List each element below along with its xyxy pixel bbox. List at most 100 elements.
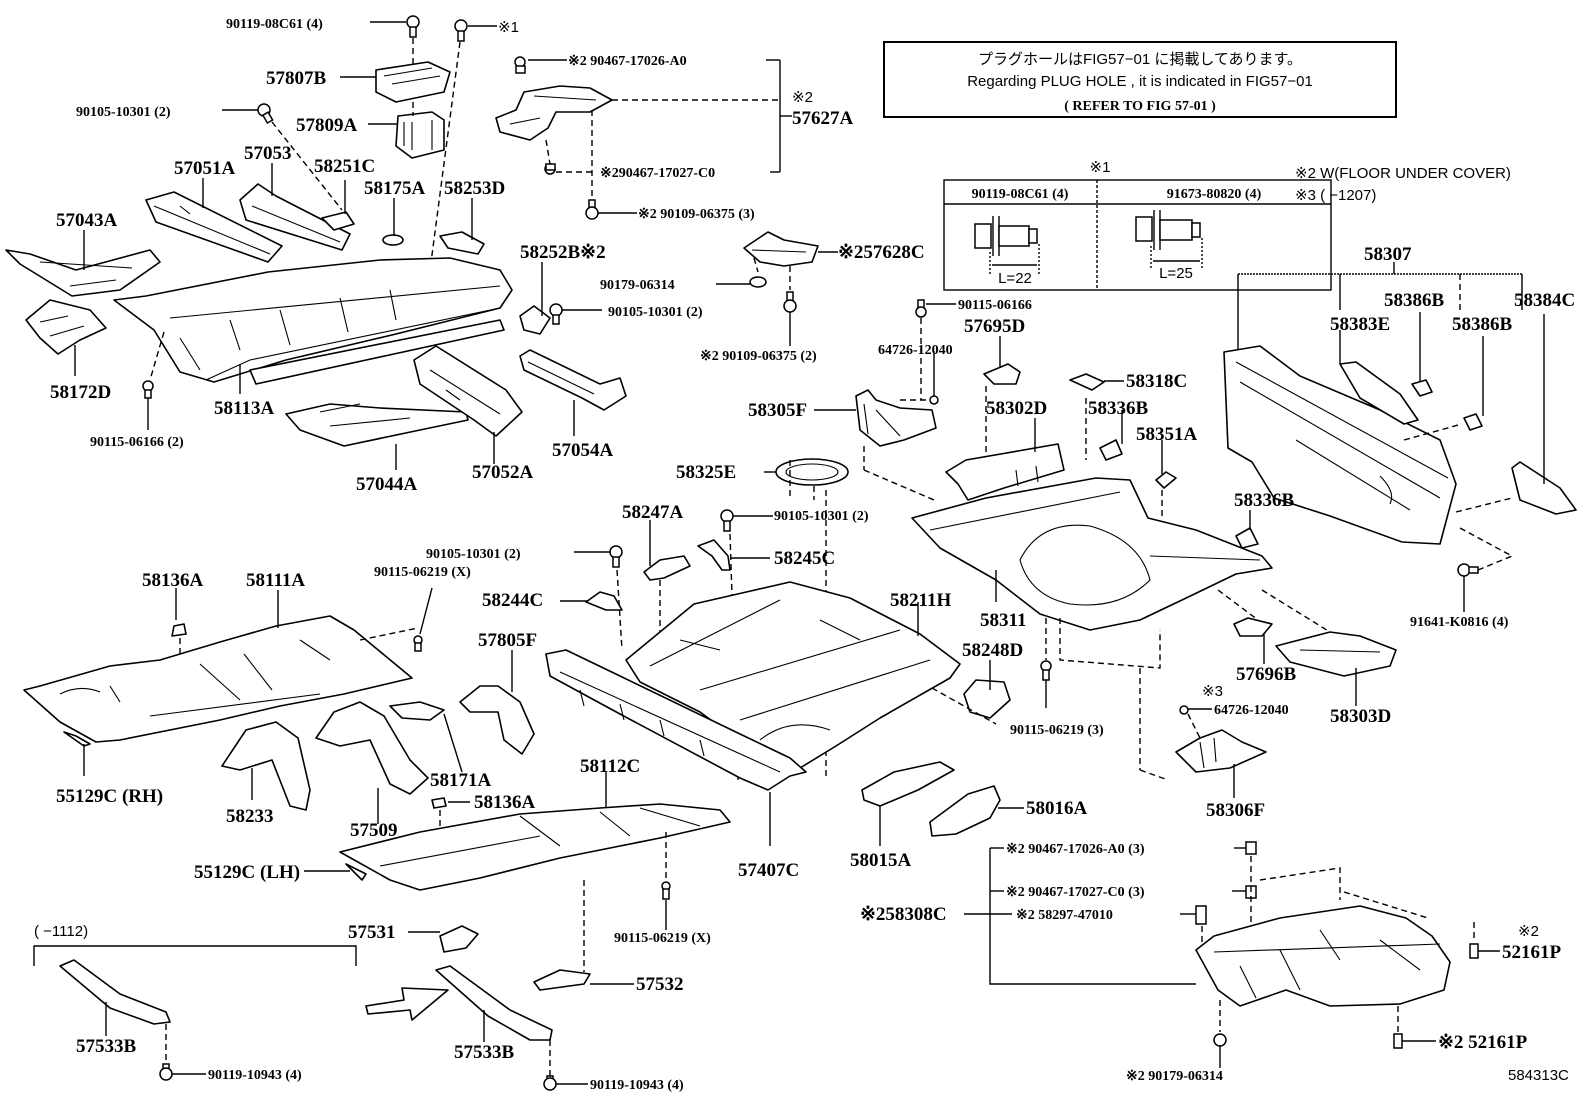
fastener-table-mark: ※1	[1090, 159, 1111, 176]
figure-id: 584313C	[1508, 1067, 1569, 1084]
label-57696B: 57696B	[1236, 664, 1297, 685]
clip-icon	[1179, 705, 1189, 715]
bolt-icon	[257, 103, 274, 124]
part-58136A-shape	[171, 623, 187, 637]
part-57533B-shape	[435, 965, 553, 1041]
part-55129C-RH-shape	[63, 731, 91, 747]
part-58015A-shape	[861, 761, 955, 807]
notice-refer: ( REFER TO FIG 57-01 )	[1064, 99, 1216, 114]
label-58233: 58233	[226, 806, 274, 827]
part-58233-shape	[221, 721, 311, 811]
label-90119-08C61: 90119-08C61 (4)	[226, 17, 323, 32]
fastener-col1-part: 90119-08C61 (4)	[972, 187, 1069, 202]
label-58252B: 58252B※2	[520, 242, 606, 263]
label-90179-06314: 90179-06314	[600, 278, 675, 293]
label-90109-06375-2: ※2 90109-06375 (2)	[700, 349, 817, 364]
fastener-col1-length: L=22	[998, 270, 1032, 287]
label-58311: 58311	[980, 610, 1026, 631]
clip-icon	[1393, 1033, 1403, 1049]
part-58172D-shape	[25, 299, 107, 355]
bolt-icon	[1457, 563, 1479, 577]
part-57509-shape	[315, 701, 429, 795]
range-1112: ( −1112)	[34, 923, 88, 940]
bolt-icon	[142, 380, 154, 399]
part-58303D-shape	[1275, 631, 1397, 677]
label-57533B-2: 57533B	[454, 1042, 515, 1063]
notice-frame	[883, 41, 1397, 118]
label-90115-06219-x-b: 90115-06219 (X)	[614, 931, 711, 946]
part-58318C-shape	[1069, 373, 1105, 391]
label-57053: 57053	[244, 143, 292, 164]
part-58383E-shape	[1339, 361, 1419, 425]
label-57627A: 57627A	[792, 108, 854, 129]
part-57807B-shape	[375, 61, 451, 103]
label-58175A: 58175A	[364, 178, 426, 199]
label-57695D: 57695D	[964, 316, 1025, 337]
label-58172D: 58172D	[50, 382, 111, 403]
label-58325E: 58325E	[676, 462, 736, 483]
label-55129C-RH: 55129C (RH)	[56, 786, 163, 807]
label-57509: 57509	[350, 820, 398, 841]
part-58247A-shape	[643, 555, 691, 581]
label-58307: 58307	[1364, 244, 1412, 265]
label-90105-10301-d: 90105-10301 (2)	[426, 547, 521, 562]
bolt-icon	[783, 291, 797, 313]
bolt-icon	[159, 1063, 173, 1081]
58307-group	[1175, 262, 1577, 798]
bolt-icon	[661, 881, 671, 900]
label-55129C-LH: 55129C (LH)	[194, 862, 300, 883]
label-note3: ※3	[1202, 683, 1223, 700]
label-57805F: 57805F	[478, 630, 537, 651]
label-90119-10943: 90119-10943 (4)	[208, 1068, 302, 1083]
grommet-icon	[1213, 1033, 1227, 1047]
part-58112C-shape	[339, 803, 731, 891]
label-58113A: 58113A	[214, 398, 274, 419]
label-90105-10301-c: 90105-10301 (2)	[774, 509, 869, 524]
label-57044A: 57044A	[356, 474, 418, 495]
bolt-icon	[609, 545, 623, 568]
nut-icon	[1245, 841, 1257, 855]
part-58252B-shape	[519, 305, 551, 335]
label-58384C: 58384C	[1514, 290, 1575, 311]
label-90105-10301-b: 90105-10301 (2)	[608, 305, 703, 320]
part-57628C-shape	[743, 231, 819, 267]
label-58015A: 58015A	[850, 850, 912, 871]
label-58136A-2: 58136A	[474, 792, 536, 813]
label-90467-17027-C0: ※290467-17027-C0	[600, 166, 715, 181]
label-57052A: 57052A	[472, 462, 534, 483]
part-58016A-shape	[929, 785, 1001, 837]
part-58175A-shape	[382, 234, 404, 246]
58308C-group	[964, 841, 1500, 1068]
part-58325E-shape	[775, 458, 849, 486]
part-57533B-shape	[59, 959, 171, 1025]
label-57533B: 57533B	[76, 1036, 137, 1057]
part-57043A-shape	[5, 249, 161, 297]
part-58302D-shape	[945, 443, 1065, 501]
label-58111A: 58111A	[246, 570, 305, 591]
front-floor-group	[5, 15, 627, 470]
label-90179-06314-b: ※2 90179-06314	[1126, 1069, 1223, 1084]
label-58253D: 58253D	[444, 178, 505, 199]
part-58305F-shape	[855, 389, 937, 447]
part-58136A-shape	[431, 797, 447, 809]
part-57044A-shape	[285, 403, 469, 447]
label-58171A: 58171A	[430, 770, 492, 791]
label-58318C: 58318C	[1126, 371, 1187, 392]
label-58302D: 58302D	[986, 398, 1047, 419]
label-90115-06166: 90115-06166	[958, 298, 1032, 313]
label-90109-06375-3: ※2 90109-06375 (3)	[638, 207, 755, 222]
part-58111A-shape	[23, 615, 413, 743]
fastener-col2-length: L=25	[1159, 265, 1193, 282]
label-58245C: 58245C	[774, 548, 835, 569]
label-58247A: 58247A	[622, 502, 684, 523]
bolt-icon	[543, 1075, 557, 1091]
center-floor-group	[545, 460, 1024, 846]
label-90115-06166-2: 90115-06166 (2)	[90, 435, 184, 450]
fastener-table-frame	[943, 179, 1332, 291]
part-58308C-shape	[1195, 905, 1451, 1007]
bolt-icon	[413, 635, 423, 652]
part-58251C-shape	[321, 211, 355, 231]
57628C-group	[716, 231, 838, 346]
part-58351A-shape	[1155, 471, 1177, 489]
